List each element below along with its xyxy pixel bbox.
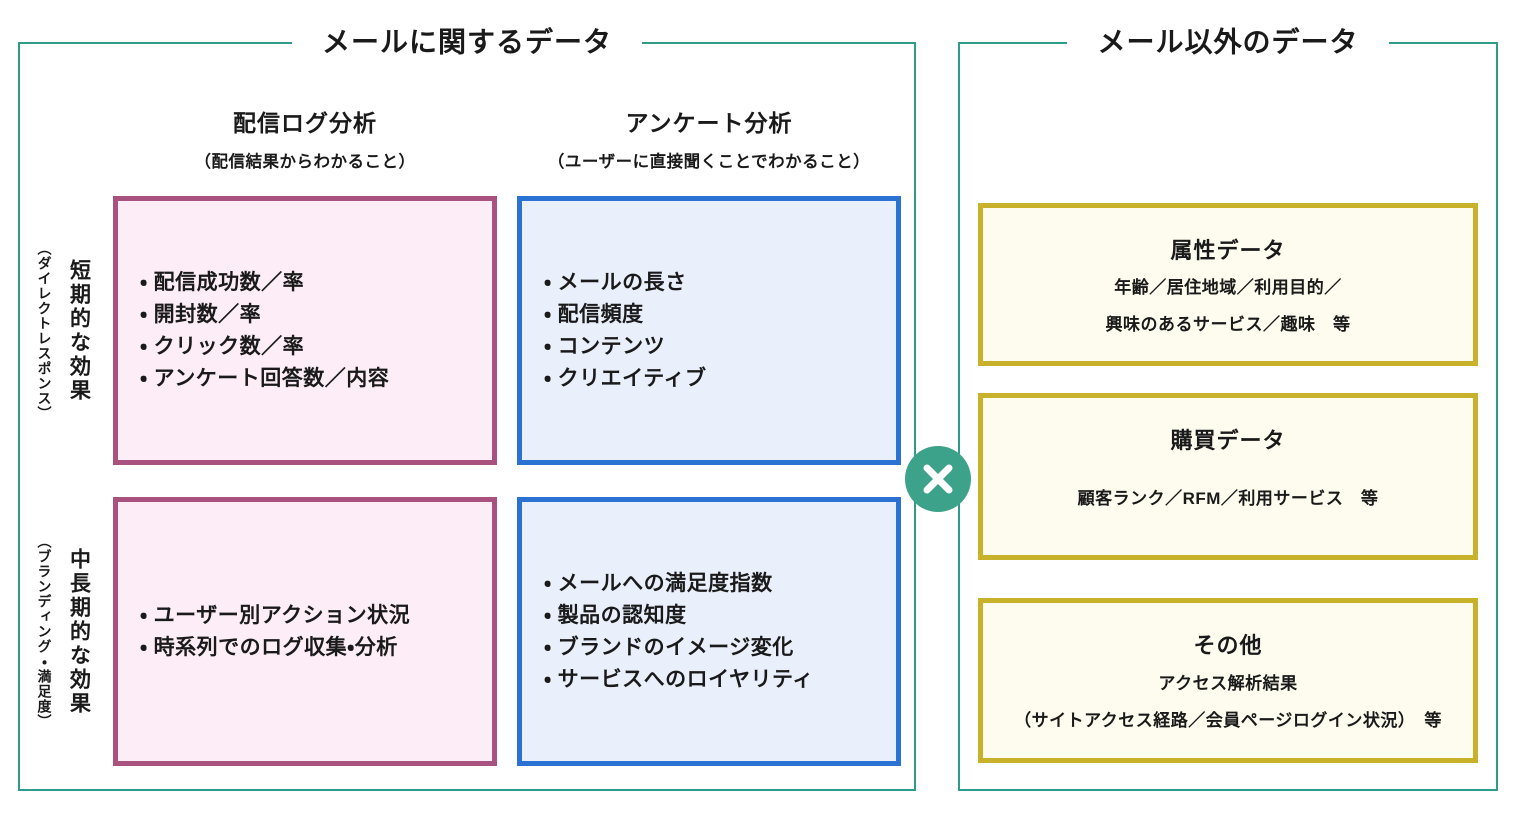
bullet: ・ xyxy=(544,635,552,659)
box-title: 購買データ xyxy=(1170,428,1286,453)
column-header-delivery-log: 配信ログ分析 （配信結果からわかること） xyxy=(113,104,497,172)
list-item-text: コンテンツ xyxy=(557,334,666,358)
list-item-text: サービスへのロイヤリティ xyxy=(557,667,814,691)
bullet: ・ xyxy=(544,571,552,595)
bullet: ・ xyxy=(544,667,552,691)
column-title: アンケート分析 xyxy=(625,110,793,136)
column-title: 配信ログ分析 xyxy=(233,110,377,136)
non-mail-data-panel-title: メール以外のデータ xyxy=(958,20,1498,82)
bullet: ・ xyxy=(544,302,552,326)
bullet: ・ xyxy=(544,366,552,390)
list-item: ・サービスへのロイヤリティ xyxy=(544,664,888,696)
box-body: 年齢／居住地域／利用目的／ 興味のあるサービス／趣味 等 xyxy=(1106,265,1351,343)
row-label-main: 中長期的な効果 xyxy=(67,547,91,716)
multiply-badge xyxy=(905,446,971,512)
box-body-line: 興味のあるサービス／趣味 等 xyxy=(1105,315,1351,334)
list-item-text: メールの長さ xyxy=(557,270,687,294)
box-body: 顧客ランク／RFM／利用サービス 等 xyxy=(1078,455,1379,537)
cell-item-list: ・配信成功数／率 ・開封数／率 ・クリック数／率 ・アンケート回答数／内容 xyxy=(140,267,484,395)
bullet: ・ xyxy=(140,270,148,294)
row-label-main: 短期的な効果 xyxy=(67,258,91,403)
cell-short-term-survey: ・メールの長さ ・配信頻度 ・コンテンツ ・クリエイティブ xyxy=(517,196,901,465)
row-label-mid-long-term: 中長期的な効果 （ブランディング・満足度） xyxy=(20,497,108,766)
bullet: ・ xyxy=(140,302,148,326)
list-item: ・ブランドのイメージ変化 xyxy=(544,632,888,664)
list-item: ・メールへの満足度指数 xyxy=(544,568,888,600)
list-item-text: 製品の認知度 xyxy=(557,603,687,627)
column-header-survey: アンケート分析 （ユーザーに直接聞くことでわかること） xyxy=(517,104,901,172)
box-body-line: 顧客ランク／RFM／利用サービス 等 xyxy=(1077,488,1379,508)
list-item-text: 配信成功数／率 xyxy=(153,270,305,294)
box-body-line: （サイトアクセス経路／会員ページログイン状況） 等 xyxy=(1014,711,1442,730)
mail-data-panel-title: メールに関するデータ xyxy=(18,20,916,82)
row-label-short-term: 短期的な効果 （ダイレクトレスポンス） xyxy=(20,196,108,465)
box-purchase-data: 購買データ 顧客ランク／RFM／利用サービス 等 xyxy=(978,393,1478,560)
box-body: アクセス解析結果 （サイトアクセス経路／会員ページログイン状況） 等 xyxy=(1014,660,1442,740)
multiply-icon xyxy=(923,464,953,494)
cell-mid-long-term-survey: ・メールへの満足度指数 ・製品の認知度 ・ブランドのイメージ変化 ・サービスへの… xyxy=(517,497,901,766)
box-body-line: アクセス解析結果 xyxy=(1158,674,1298,693)
list-item-text: アンケート回答数／内容 xyxy=(153,366,390,390)
bullet: ・ xyxy=(140,334,148,358)
mail-data-panel-title-text: メールに関するデータ xyxy=(291,20,642,61)
list-item: ・時系列でのログ収集・分析 xyxy=(140,632,484,664)
cell-short-term-log: ・配信成功数／率 ・開封数／率 ・クリック数／率 ・アンケート回答数／内容 xyxy=(113,196,497,465)
list-item-text: 時系列でのログ収集・分析 xyxy=(153,635,398,659)
box-title: 属性データ xyxy=(1170,238,1286,263)
box-title: その他 xyxy=(1193,633,1263,658)
list-item-text: 開封数／率 xyxy=(153,302,262,326)
bullet: ・ xyxy=(140,366,148,390)
bullet: ・ xyxy=(544,334,552,358)
column-subtitle: （ユーザーに直接聞くことでわかること） xyxy=(547,153,871,171)
list-item-text: ユーザー別アクション状況 xyxy=(153,603,411,627)
list-item: ・アンケート回答数／内容 xyxy=(140,363,484,395)
list-item: ・ユーザー別アクション状況 xyxy=(140,600,484,632)
bullet: ・ xyxy=(544,270,552,294)
list-item: ・製品の認知度 xyxy=(544,600,888,632)
box-body-line: 年齢／居住地域／利用目的／ xyxy=(1114,278,1342,297)
box-attribute-data: 属性データ 年齢／居住地域／利用目的／ 興味のあるサービス／趣味 等 xyxy=(978,203,1478,366)
cell-item-list: ・ユーザー別アクション状況 ・時系列でのログ収集・分析 xyxy=(140,600,484,664)
list-item: ・クリエイティブ xyxy=(544,363,888,395)
list-item: ・コンテンツ xyxy=(544,331,888,363)
list-item: ・配信成功数／率 xyxy=(140,267,484,299)
non-mail-data-panel-title-text: メール以外のデータ xyxy=(1067,20,1389,61)
bullet: ・ xyxy=(544,603,552,627)
list-item-text: ブランドのイメージ変化 xyxy=(557,635,794,659)
cell-item-list: ・メールへの満足度指数 ・製品の認知度 ・ブランドのイメージ変化 ・サービスへの… xyxy=(544,568,888,696)
bullet: ・ xyxy=(140,603,148,627)
list-item-text: クリエイティブ xyxy=(557,366,707,390)
list-item: ・開封数／率 xyxy=(140,299,484,331)
list-item-text: メールへの満足度指数 xyxy=(557,571,773,595)
column-subtitle: （配信結果からわかること） xyxy=(194,153,416,171)
list-item: ・配信頻度 xyxy=(544,299,888,331)
row-label-text: 短期的な効果 （ダイレクトレスポンス） xyxy=(35,241,94,421)
list-item-text: 配信頻度 xyxy=(557,302,644,326)
box-other-data: その他 アクセス解析結果 （サイトアクセス経路／会員ページログイン状況） 等 xyxy=(978,598,1478,763)
list-item: ・クリック数／率 xyxy=(140,331,484,363)
list-item-text: クリック数／率 xyxy=(153,334,305,358)
list-item: ・メールの長さ xyxy=(544,267,888,299)
bullet: ・ xyxy=(140,635,148,659)
cell-mid-long-term-log: ・ユーザー別アクション状況 ・時系列でのログ収集・分析 xyxy=(113,497,497,766)
row-label-sub: （ダイレクトレスポンス） xyxy=(36,240,53,421)
row-label-sub: （ブランディング・満足度） xyxy=(36,534,53,729)
cell-item-list: ・メールの長さ ・配信頻度 ・コンテンツ ・クリエイティブ xyxy=(544,267,888,395)
row-label-text: 中長期的な効果 （ブランディング・満足度） xyxy=(35,534,94,729)
